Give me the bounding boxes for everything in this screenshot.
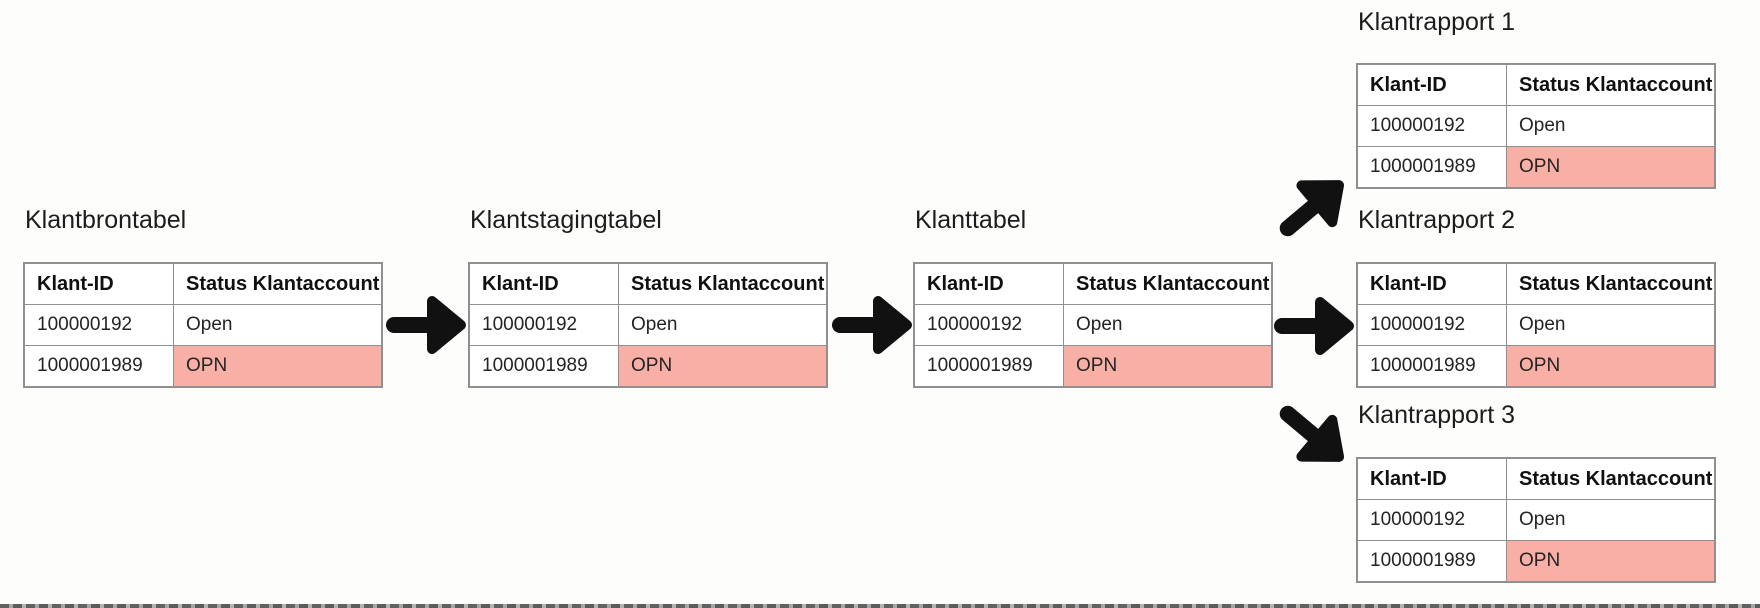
table-klantbrontabel: Klant-ID Status Klantaccount 100000192 O… bbox=[23, 262, 383, 388]
column-header-status-klantaccount: Status Klantaccount bbox=[173, 262, 383, 305]
table-title-klantrapport-3: Klantrapport 3 bbox=[1358, 401, 1516, 429]
cell-status-highlighted: OPN bbox=[1506, 146, 1716, 189]
cell-status: Open bbox=[1506, 304, 1716, 346]
table-row: 1000001989 OPN bbox=[1356, 540, 1716, 583]
cell-klant-id: 100000192 bbox=[1356, 105, 1507, 147]
table-row: 1000001989 OPN bbox=[23, 345, 383, 388]
table-klanttabel: Klant-ID Status Klantaccount 100000192 O… bbox=[913, 262, 1273, 388]
cell-status: Open bbox=[1506, 499, 1716, 541]
table-header-row: Klant-ID Status Klantaccount bbox=[1356, 262, 1716, 305]
column-header-klant-id: Klant-ID bbox=[1356, 262, 1507, 305]
cell-status: Open bbox=[173, 304, 383, 346]
table-klantstagingtabel: Klant-ID Status Klantaccount 100000192 O… bbox=[468, 262, 828, 388]
cell-status-highlighted: OPN bbox=[618, 345, 828, 388]
column-header-klant-id: Klant-ID bbox=[1356, 63, 1507, 106]
table-row: 1000001989 OPN bbox=[1356, 345, 1716, 388]
cell-status-highlighted: OPN bbox=[173, 345, 383, 388]
cell-status-highlighted: OPN bbox=[1506, 540, 1716, 583]
column-header-klant-id: Klant-ID bbox=[913, 262, 1064, 305]
table-header-row: Klant-ID Status Klantaccount bbox=[1356, 457, 1716, 500]
column-header-status-klantaccount: Status Klantaccount bbox=[1506, 457, 1716, 500]
flow-arrow-klanttabel-to-rapport-3-icon bbox=[1279, 405, 1345, 462]
cell-status: Open bbox=[1063, 304, 1273, 346]
table-row: 1000001989 OPN bbox=[468, 345, 828, 388]
table-klantrapport-3: Klant-ID Status Klantaccount 100000192 O… bbox=[1356, 457, 1716, 583]
bottom-edge-artifact bbox=[0, 604, 1760, 608]
table-title-klantrapport-1: Klantrapport 1 bbox=[1358, 8, 1516, 36]
column-header-klant-id: Klant-ID bbox=[23, 262, 174, 305]
column-header-klant-id: Klant-ID bbox=[1356, 457, 1507, 500]
table-row: 100000192 Open bbox=[913, 304, 1273, 346]
cell-klant-id: 1000001989 bbox=[913, 345, 1064, 388]
cell-klant-id: 100000192 bbox=[1356, 304, 1507, 346]
cell-klant-id: 1000001989 bbox=[1356, 540, 1507, 583]
table-title-klantrapport-2: Klantrapport 2 bbox=[1358, 206, 1516, 234]
flow-arrow-staging-to-klanttabel-icon bbox=[832, 296, 912, 354]
cell-status: Open bbox=[618, 304, 828, 346]
cell-status-highlighted: OPN bbox=[1063, 345, 1273, 388]
cell-klant-id: 100000192 bbox=[913, 304, 1064, 346]
column-header-status-klantaccount: Status Klantaccount bbox=[1506, 63, 1716, 106]
table-title-klantbrontabel: Klantbrontabel bbox=[25, 206, 187, 234]
cell-klant-id: 100000192 bbox=[23, 304, 174, 346]
cell-status: Open bbox=[1506, 105, 1716, 147]
flow-arrow-klanttabel-to-rapport-2-icon bbox=[1274, 297, 1354, 355]
flow-arrow-klanttabel-to-rapport-1-icon bbox=[1279, 180, 1345, 237]
table-title-klanttabel: Klanttabel bbox=[915, 206, 1027, 234]
column-header-status-klantaccount: Status Klantaccount bbox=[1063, 262, 1273, 305]
cell-status-highlighted: OPN bbox=[1506, 345, 1716, 388]
cell-klant-id: 1000001989 bbox=[1356, 345, 1507, 388]
table-header-row: Klant-ID Status Klantaccount bbox=[23, 262, 383, 305]
cell-klant-id: 1000001989 bbox=[23, 345, 174, 388]
table-klantrapport-1: Klant-ID Status Klantaccount 100000192 O… bbox=[1356, 63, 1716, 189]
table-row: 1000001989 OPN bbox=[913, 345, 1273, 388]
table-row: 100000192 Open bbox=[1356, 105, 1716, 147]
cell-klant-id: 100000192 bbox=[1356, 499, 1507, 541]
table-row: 100000192 Open bbox=[1356, 304, 1716, 346]
cell-klant-id: 100000192 bbox=[468, 304, 619, 346]
flow-arrow-bron-to-staging-icon bbox=[386, 296, 466, 354]
table-row: 100000192 Open bbox=[23, 304, 383, 346]
column-header-klant-id: Klant-ID bbox=[468, 262, 619, 305]
table-row: 100000192 Open bbox=[468, 304, 828, 346]
table-header-row: Klant-ID Status Klantaccount bbox=[1356, 63, 1716, 106]
table-title-klantstagingtabel: Klantstagingtabel bbox=[470, 206, 662, 234]
table-row: 1000001989 OPN bbox=[1356, 146, 1716, 189]
column-header-status-klantaccount: Status Klantaccount bbox=[618, 262, 828, 305]
cell-klant-id: 1000001989 bbox=[1356, 146, 1507, 189]
column-header-status-klantaccount: Status Klantaccount bbox=[1506, 262, 1716, 305]
table-row: 100000192 Open bbox=[1356, 499, 1716, 541]
table-header-row: Klant-ID Status Klantaccount bbox=[468, 262, 828, 305]
cell-klant-id: 1000001989 bbox=[468, 345, 619, 388]
table-header-row: Klant-ID Status Klantaccount bbox=[913, 262, 1273, 305]
table-klantrapport-2: Klant-ID Status Klantaccount 100000192 O… bbox=[1356, 262, 1716, 388]
